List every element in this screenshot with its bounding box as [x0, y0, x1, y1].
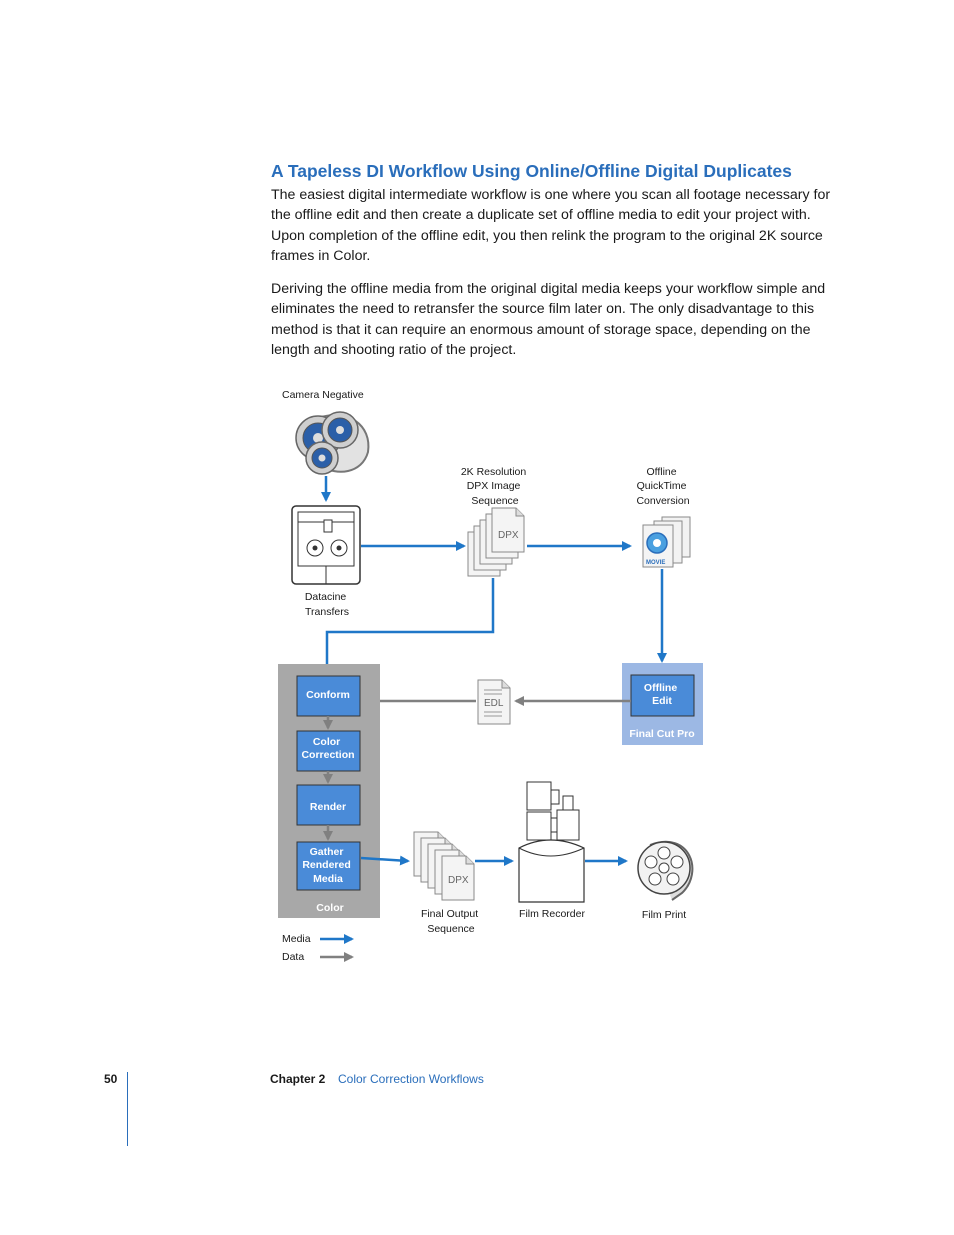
color-correction-box — [296, 730, 361, 772]
film-recorder-icon — [518, 781, 585, 903]
page-number: 50 — [104, 1072, 118, 1086]
render-label: Render — [310, 801, 346, 813]
film-reel-icon — [295, 411, 370, 475]
gather-media-box — [296, 841, 361, 891]
edl-document-icon: EDL — [477, 679, 511, 725]
svg-text:DPX: DPX — [448, 875, 469, 886]
conform-box — [296, 675, 361, 717]
footer-chapter-title[interactable]: Color Correction Workflows — [338, 1072, 484, 1086]
quicktime-movie-icon: MOVIE — [642, 516, 691, 568]
final-cut-pro-label: Final Cut Pro — [629, 728, 694, 740]
render-box — [296, 784, 361, 826]
final-output-dpx-icon: DPX — [413, 831, 475, 901]
offline-edit-label: Offline Edit — [644, 682, 680, 707]
paragraph-2: Deriving the offline media from the orig… — [271, 281, 826, 358]
gather-media-label: Gather Rendered Media — [302, 846, 353, 885]
color-panel-label: Color — [316, 902, 343, 914]
datacine-icon — [291, 505, 361, 585]
section-heading: A Tapeless DI Workflow Using Online/Offl… — [271, 161, 792, 181]
offline-conversion-label: Offline QuickTime Conversion — [636, 466, 689, 507]
legend-media-label: Media — [282, 933, 311, 945]
footer-rule — [127, 1072, 128, 1146]
dpx-sequence-label: 2K Resolution DPX Image Sequence — [461, 466, 529, 507]
offline-edit-box — [630, 674, 695, 717]
film-print-reel-icon — [637, 841, 694, 901]
svg-text:DPX: DPX — [498, 530, 519, 541]
paragraph-1: The easiest digital intermediate workflo… — [271, 187, 831, 264]
film-print-label: Film Print — [642, 909, 686, 921]
legend-data-label: Data — [282, 951, 304, 963]
datacine-label: Datacine Transfers — [305, 591, 349, 618]
color-correction-label: Color Correction — [301, 736, 354, 761]
conform-label: Conform — [306, 689, 350, 701]
camera-negative-label: Camera Negative — [282, 389, 364, 401]
dpx-stack-icon: DPX — [467, 507, 525, 577]
svg-text:EDL: EDL — [484, 698, 504, 709]
final-output-label: Final Output Sequence — [421, 908, 481, 935]
footer-chapter: Chapter 2 — [270, 1072, 326, 1086]
svg-text:MOVIE: MOVIE — [646, 560, 665, 566]
film-recorder-label: Film Recorder — [519, 908, 585, 920]
